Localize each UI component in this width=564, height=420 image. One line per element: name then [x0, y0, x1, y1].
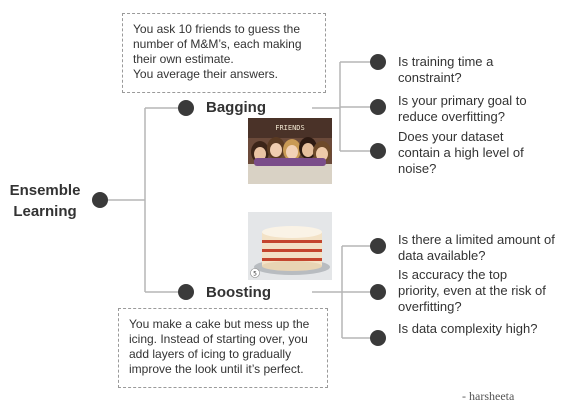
boosting-analogy-box: You make a cake but mess up the icing. I…: [118, 308, 328, 388]
bagging-question-2: Is your primary goal to reduce overfitti…: [398, 93, 527, 124]
bagging-analogy-box: You ask 10 friends to guess the number o…: [122, 13, 326, 93]
boosting-node-dot: [178, 284, 194, 300]
boosting-question-3-dot: [370, 330, 386, 346]
cake-image: 5: [248, 212, 332, 280]
boosting-question-2: Is accuracy the top priority, even at th…: [398, 267, 546, 314]
boosting-question-3: Is data complexity high?: [398, 321, 538, 336]
bagging-question-2-dot: [370, 99, 386, 115]
cake-caption: 5: [253, 271, 257, 278]
root-label: Ensemble Learning: [9, 182, 81, 220]
boosting-question-1-dot: [370, 238, 386, 254]
bagging-node-dot: [178, 100, 194, 116]
bagging-question-3: Does your dataset contain a high level o…: [398, 129, 524, 176]
bagging-question-1-dot: [370, 54, 386, 70]
bagging-question-3-dot: [370, 143, 386, 159]
root-node-dot: [92, 192, 108, 208]
author-signature: - harsheeta: [462, 389, 515, 403]
bagging-label: Bagging: [206, 99, 266, 116]
boosting-question-2-dot: [370, 284, 386, 300]
friends-image: FRIENDS: [248, 118, 332, 184]
friends-caption: FRIENDS: [275, 124, 305, 132]
boosting-question-1: Is there a limited amount of data availa…: [398, 232, 555, 263]
bagging-question-1: Is training time a constraint?: [398, 54, 494, 85]
boosting-label: Boosting: [206, 284, 271, 301]
